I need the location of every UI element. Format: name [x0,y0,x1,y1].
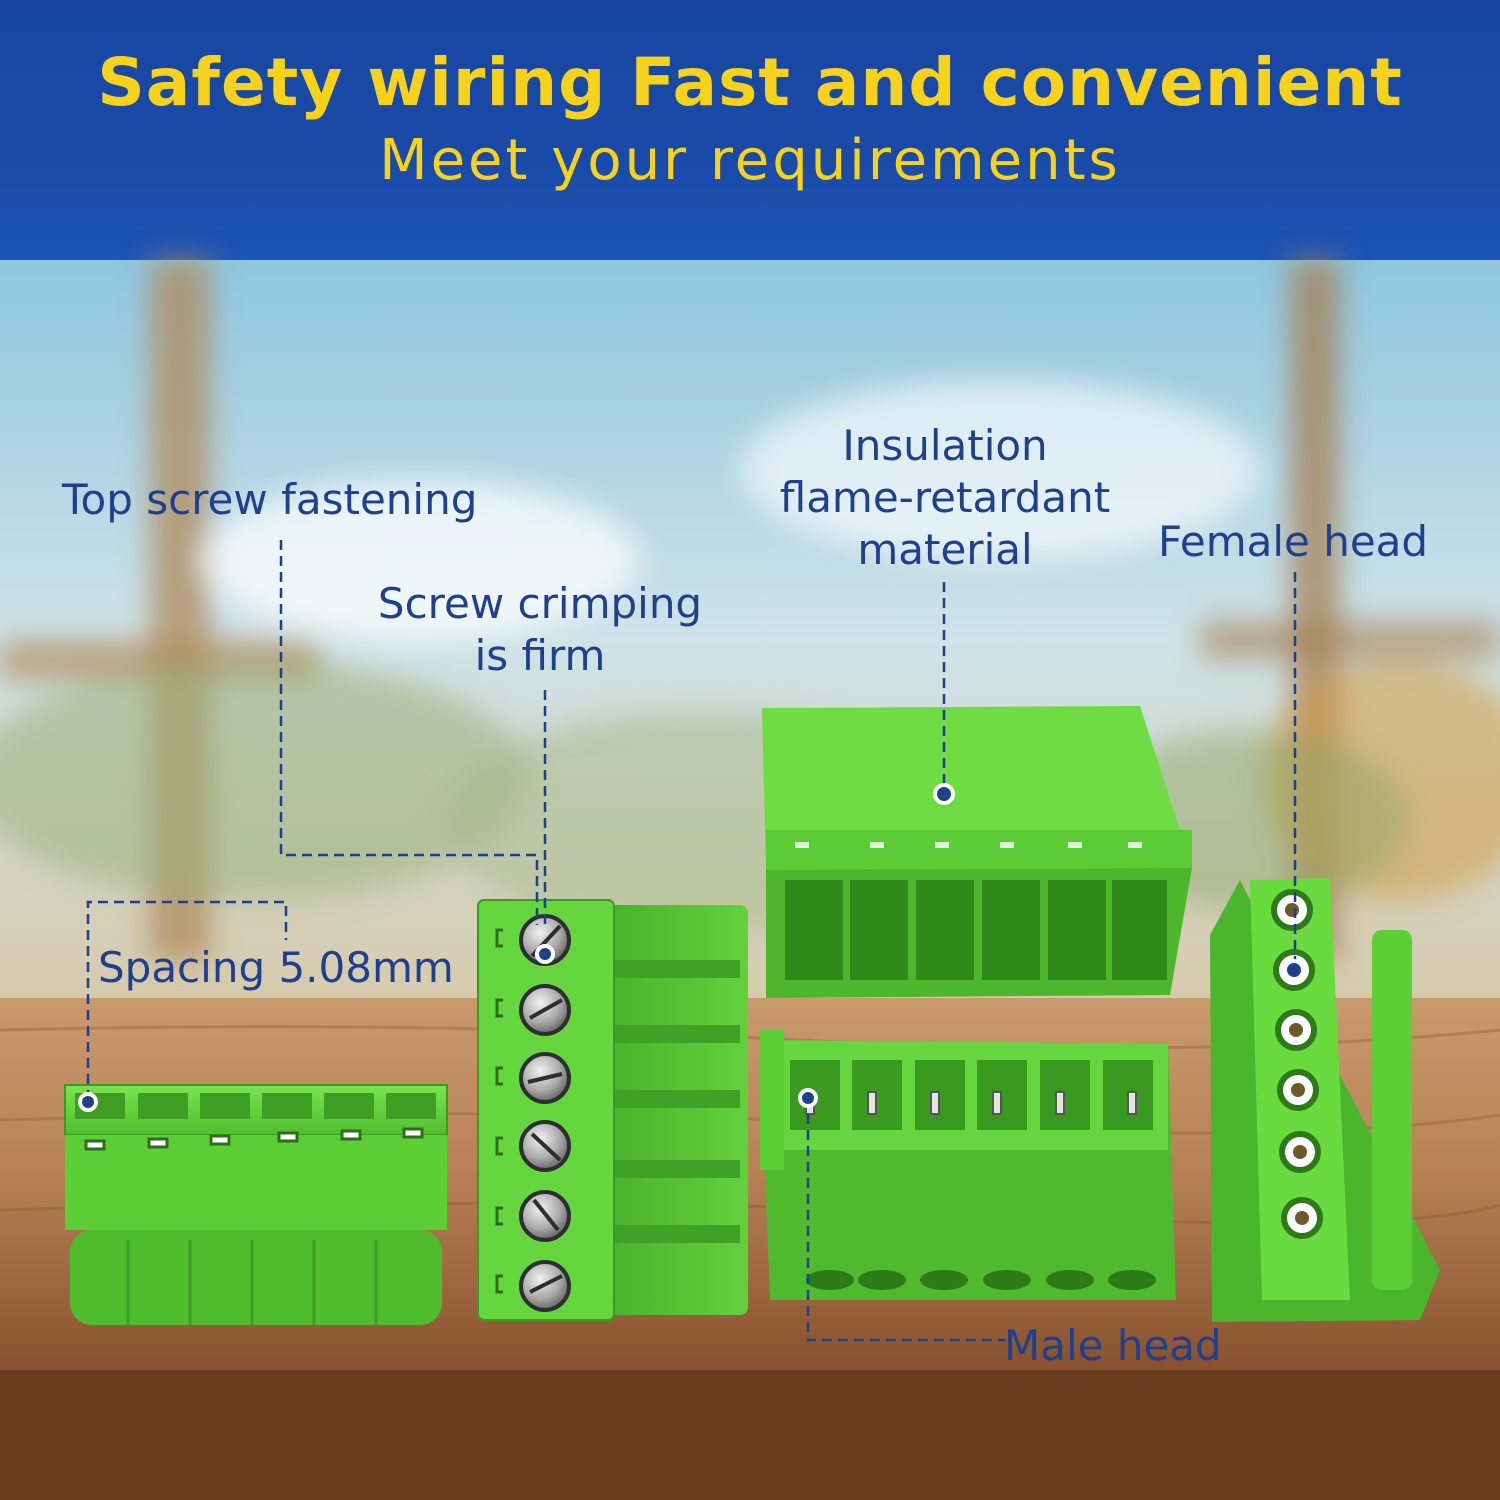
callout-screw-crimping: Screw crimping is firm [362,578,718,682]
connector-female-head [1210,878,1440,1322]
title-banner: Safety wiring Fast and convenient Meet y… [0,0,1500,260]
callout-male-head: Male head [1004,1321,1222,1370]
connector-male-header [760,1030,1176,1300]
callout-screw-crimping-line2: is firm [474,631,606,680]
callout-insulation: Insulation flame-retardant material [755,420,1135,576]
headline-subtitle: Meet your requirements [379,128,1121,193]
connector-plug-left [64,1084,448,1325]
callout-spacing: Spacing 5.08mm [98,943,454,992]
callout-female-head: Female head [1158,517,1429,566]
callout-leaders [86,540,1297,1342]
callout-insulation-line1: Insulation [842,421,1048,470]
callout-insulation-line3: material [857,525,1033,574]
callout-insulation-line2: flame-retardant [779,473,1111,522]
callout-screw-crimping-line1: Screw crimping [377,579,703,628]
connector-screw-vertical [477,899,748,1321]
callout-dots [78,783,1305,1112]
callout-top-screw-fastening: Top screw fastening [62,475,478,524]
connector-housing-top [762,706,1192,998]
headline-title: Safety wiring Fast and convenient [97,44,1403,121]
